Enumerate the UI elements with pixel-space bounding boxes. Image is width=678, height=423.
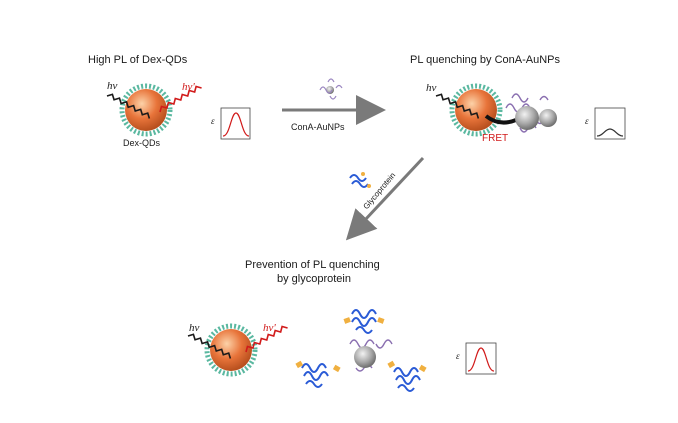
cona-aunp xyxy=(505,93,557,133)
label-hv-top-left: hν xyxy=(107,80,118,92)
dextran-shell xyxy=(204,323,258,377)
title-high-pl: High PL of Dex-QDs xyxy=(88,54,188,66)
dextran-shell xyxy=(449,83,503,137)
cona-aunp-glycoprotein-complex xyxy=(295,309,427,392)
spectrum-axis-label-top-right: ε xyxy=(585,116,589,126)
label-hv-prime-top-left: hν' xyxy=(182,81,195,93)
glycoprotein-top xyxy=(343,309,385,334)
emission-wave xyxy=(245,325,288,353)
emission-wave xyxy=(159,85,202,113)
dextran-shell xyxy=(119,83,173,137)
fret-arrow xyxy=(484,114,517,125)
qd-core xyxy=(455,89,497,131)
cona-aunp-icon xyxy=(319,78,343,100)
title-prevention-line1: Prevention of PL quenching xyxy=(245,259,380,271)
emission-spectrum-top-right xyxy=(594,107,626,140)
emission-spectrum-bottom xyxy=(465,342,497,375)
title-prevention-line2: by glycoprotein xyxy=(277,273,351,285)
emission-spectrum-top-left xyxy=(220,107,251,140)
spectrum-axis-label-top-left: ε xyxy=(211,116,215,126)
label-hv-prime-bottom: hν' xyxy=(263,322,276,334)
spectrum-axis-label-bottom: ε xyxy=(456,351,460,361)
dex-qd-top-left xyxy=(119,83,173,137)
au-nanoparticle xyxy=(539,109,557,127)
qd-core xyxy=(210,329,252,371)
label-cona-aunps: ConA-AuNPs xyxy=(291,122,345,132)
au-nanoparticle xyxy=(515,106,539,130)
glycoprotein-left xyxy=(295,360,341,388)
label-hv-top-right: hν xyxy=(426,82,437,94)
label-dex-qds: Dex-QDs xyxy=(123,138,161,148)
glycoprotein-right xyxy=(387,360,427,392)
dex-qd-bottom xyxy=(204,323,258,377)
title-pl-quenching: PL quenching by ConA-AuNPs xyxy=(410,54,561,66)
label-fret: FRET xyxy=(482,133,509,144)
excitation-wave xyxy=(106,93,151,119)
dex-qd-top-right xyxy=(449,83,503,137)
au-nanoparticle xyxy=(354,346,376,368)
glycoprotein-icon xyxy=(349,172,371,188)
arrow-add-glycoprotein xyxy=(345,156,425,241)
excitation-wave xyxy=(435,93,480,119)
excitation-wave xyxy=(187,333,232,359)
label-hv-bottom: hν xyxy=(189,322,200,334)
qd-core xyxy=(125,89,167,131)
